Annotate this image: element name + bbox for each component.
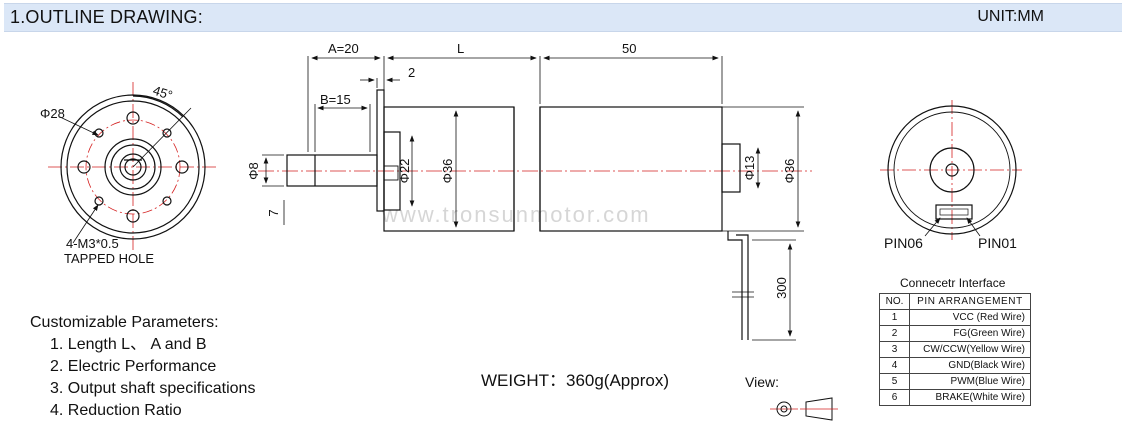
dim-boss: Φ22 xyxy=(397,159,412,184)
weight-label: WEIGHT：360g(Approx) xyxy=(481,371,669,390)
param-item: 1. Length L、 A and B xyxy=(50,336,207,353)
header-bar: 1.OUTLINE DRAWING: UNIT:MM xyxy=(4,3,1122,32)
pin-arrangement: FG(Green Wire) xyxy=(909,325,1031,342)
pin-no: 1 xyxy=(879,309,910,326)
pin-no: 6 xyxy=(879,389,910,406)
dim-encoder-body: Φ36 xyxy=(782,159,797,184)
view-label: View: xyxy=(745,374,779,390)
side-view xyxy=(258,89,812,340)
pin-arrangement: VCC (Red Wire) xyxy=(909,309,1031,326)
dim-body: Φ36 xyxy=(440,159,455,184)
pin-arrangement: CW/CCW(Yellow Wire) xyxy=(909,341,1031,358)
pin-no: 4 xyxy=(879,357,910,374)
pin-arrangement: GND(Black Wire) xyxy=(909,357,1031,374)
param-item: 3. Output shaft specifications xyxy=(50,380,256,397)
projection-symbol xyxy=(770,397,838,421)
dim-shaft: Φ8 xyxy=(246,162,261,180)
param-item: 4. Reduction Ratio xyxy=(50,402,182,419)
watermark: www.tronsunmotor.com xyxy=(382,202,651,227)
side-dimensions xyxy=(262,55,804,341)
dim-cable: 300 xyxy=(774,277,789,299)
rear-view xyxy=(880,100,1022,240)
unit-label: UNIT:MM xyxy=(977,8,1044,25)
front-view xyxy=(48,82,218,250)
front-diameter-label: Φ28 xyxy=(40,106,65,121)
dim-l: L xyxy=(457,41,464,56)
hole-note: 4-M3*0.5 xyxy=(66,236,119,251)
pin-no: 3 xyxy=(879,341,910,358)
custom-params: Customizable Parameters: 1. Length L、 A … xyxy=(30,312,255,422)
pin01-label: PIN01 xyxy=(978,235,1017,251)
header-arrangement: PIN ARRANGEMENT xyxy=(909,293,1031,310)
dim-a: A=20 xyxy=(328,41,359,56)
connector-title: Connecetr Interface xyxy=(900,276,1006,290)
dim-50: 50 xyxy=(622,41,636,56)
params-title: Customizable Parameters: xyxy=(30,314,219,331)
pin-table-header: NO. PIN ARRANGEMENT xyxy=(879,293,1031,310)
pin06-label: PIN06 xyxy=(884,235,923,251)
angle-label: 45° xyxy=(151,83,174,103)
pin-no: 2 xyxy=(879,325,910,342)
dim-flat: 7 xyxy=(266,209,281,216)
dim-2: 2 xyxy=(408,65,415,80)
param-item: 2. Electric Performance xyxy=(50,358,217,375)
hole-note-2: TAPPED HOLE xyxy=(64,251,154,266)
pin-arrangement: PWM(Blue Wire) xyxy=(909,373,1031,390)
pin-arrangement: BRAKE(White Wire) xyxy=(909,389,1031,406)
section-title: 1.OUTLINE DRAWING: xyxy=(10,7,203,27)
dim-b: B=15 xyxy=(320,92,351,107)
dim-encoder-boss: Φ13 xyxy=(742,156,757,181)
header-no: NO. xyxy=(879,293,910,310)
pin-no: 5 xyxy=(879,373,910,390)
